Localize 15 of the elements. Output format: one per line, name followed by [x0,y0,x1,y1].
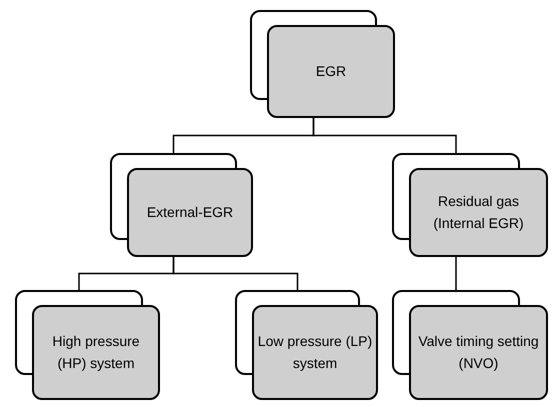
stacked-box [110,153,253,257]
connector-line [455,257,457,290]
stacked-box [250,10,395,118]
box-label: Valve timing setting (NVO) [417,332,540,373]
box-label: High pressure (HP) system [51,332,141,373]
stacked-box [15,290,160,400]
box-label: EGR [314,62,348,81]
box-label: Low pressure (LP) system [256,332,374,373]
connector-line [172,257,298,290]
stacked-box [392,290,548,400]
box-label: External-EGR [146,202,234,222]
stacked-box [235,290,378,400]
box-label: Residual gas (Internal EGR) [432,192,525,233]
stacked-box [392,153,548,257]
connector-line [312,118,457,153]
